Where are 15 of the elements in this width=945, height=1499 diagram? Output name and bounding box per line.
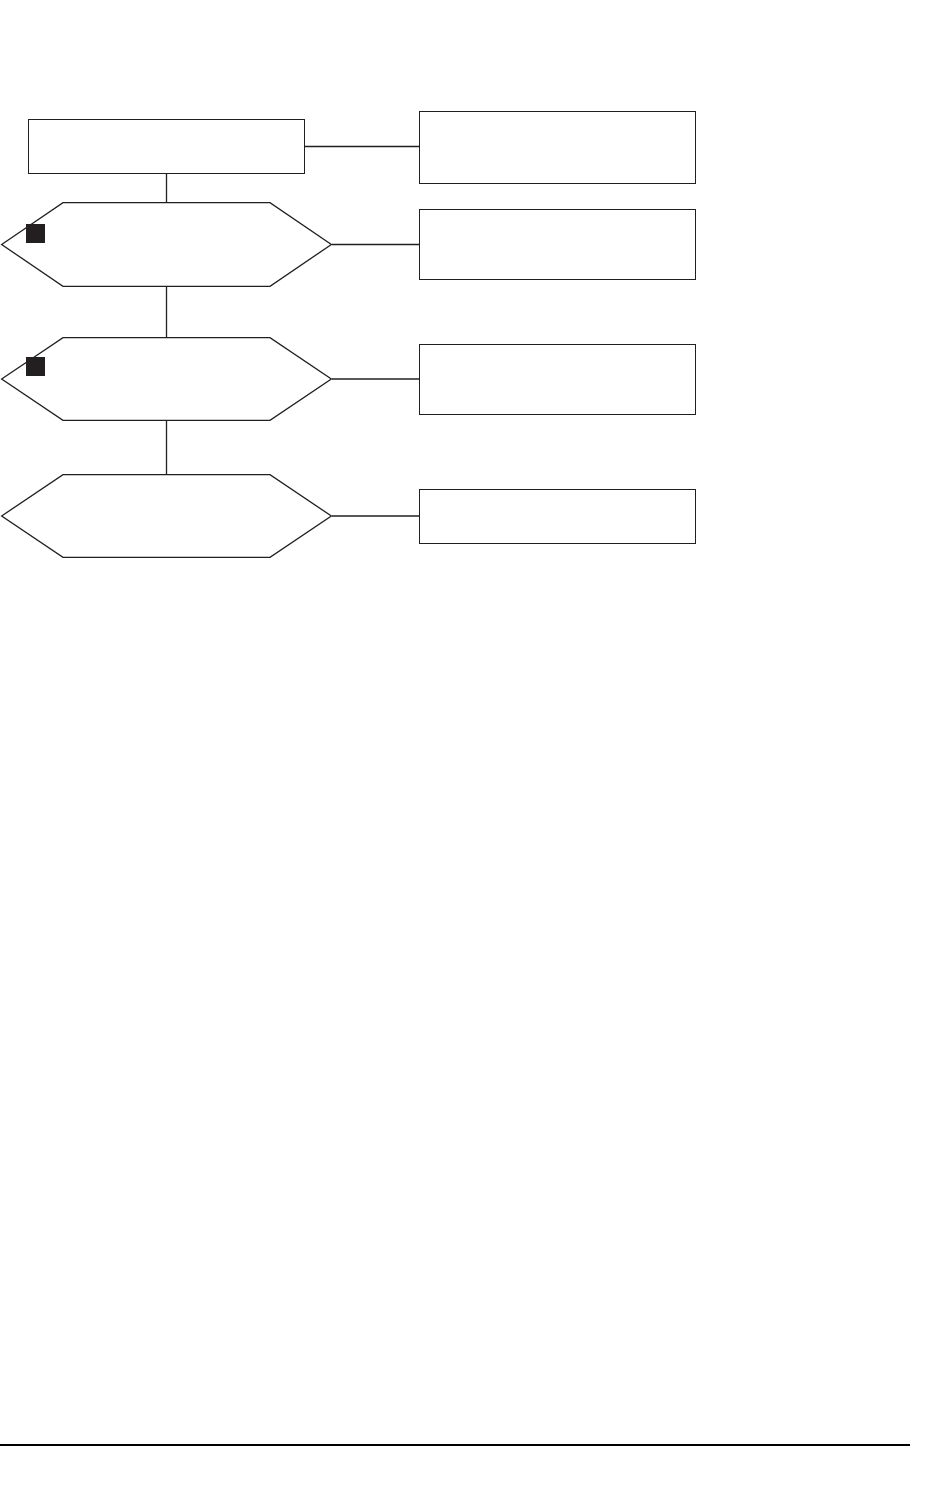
process-box bbox=[419, 111, 696, 184]
connector-line bbox=[165, 173, 168, 203]
hexagon-shape bbox=[1, 337, 332, 421]
connector-line bbox=[165, 286, 168, 338]
connector-line bbox=[304, 145, 420, 148]
hexagon-shape bbox=[1, 202, 332, 287]
connector-line bbox=[331, 243, 420, 246]
process-box bbox=[419, 209, 696, 280]
connector-line bbox=[165, 420, 168, 475]
hexagon-shape bbox=[1, 474, 332, 558]
connector-line bbox=[331, 515, 420, 517]
process-box bbox=[28, 119, 305, 174]
connector-line bbox=[331, 378, 420, 380]
process-box bbox=[419, 489, 696, 544]
process-box bbox=[419, 344, 696, 415]
